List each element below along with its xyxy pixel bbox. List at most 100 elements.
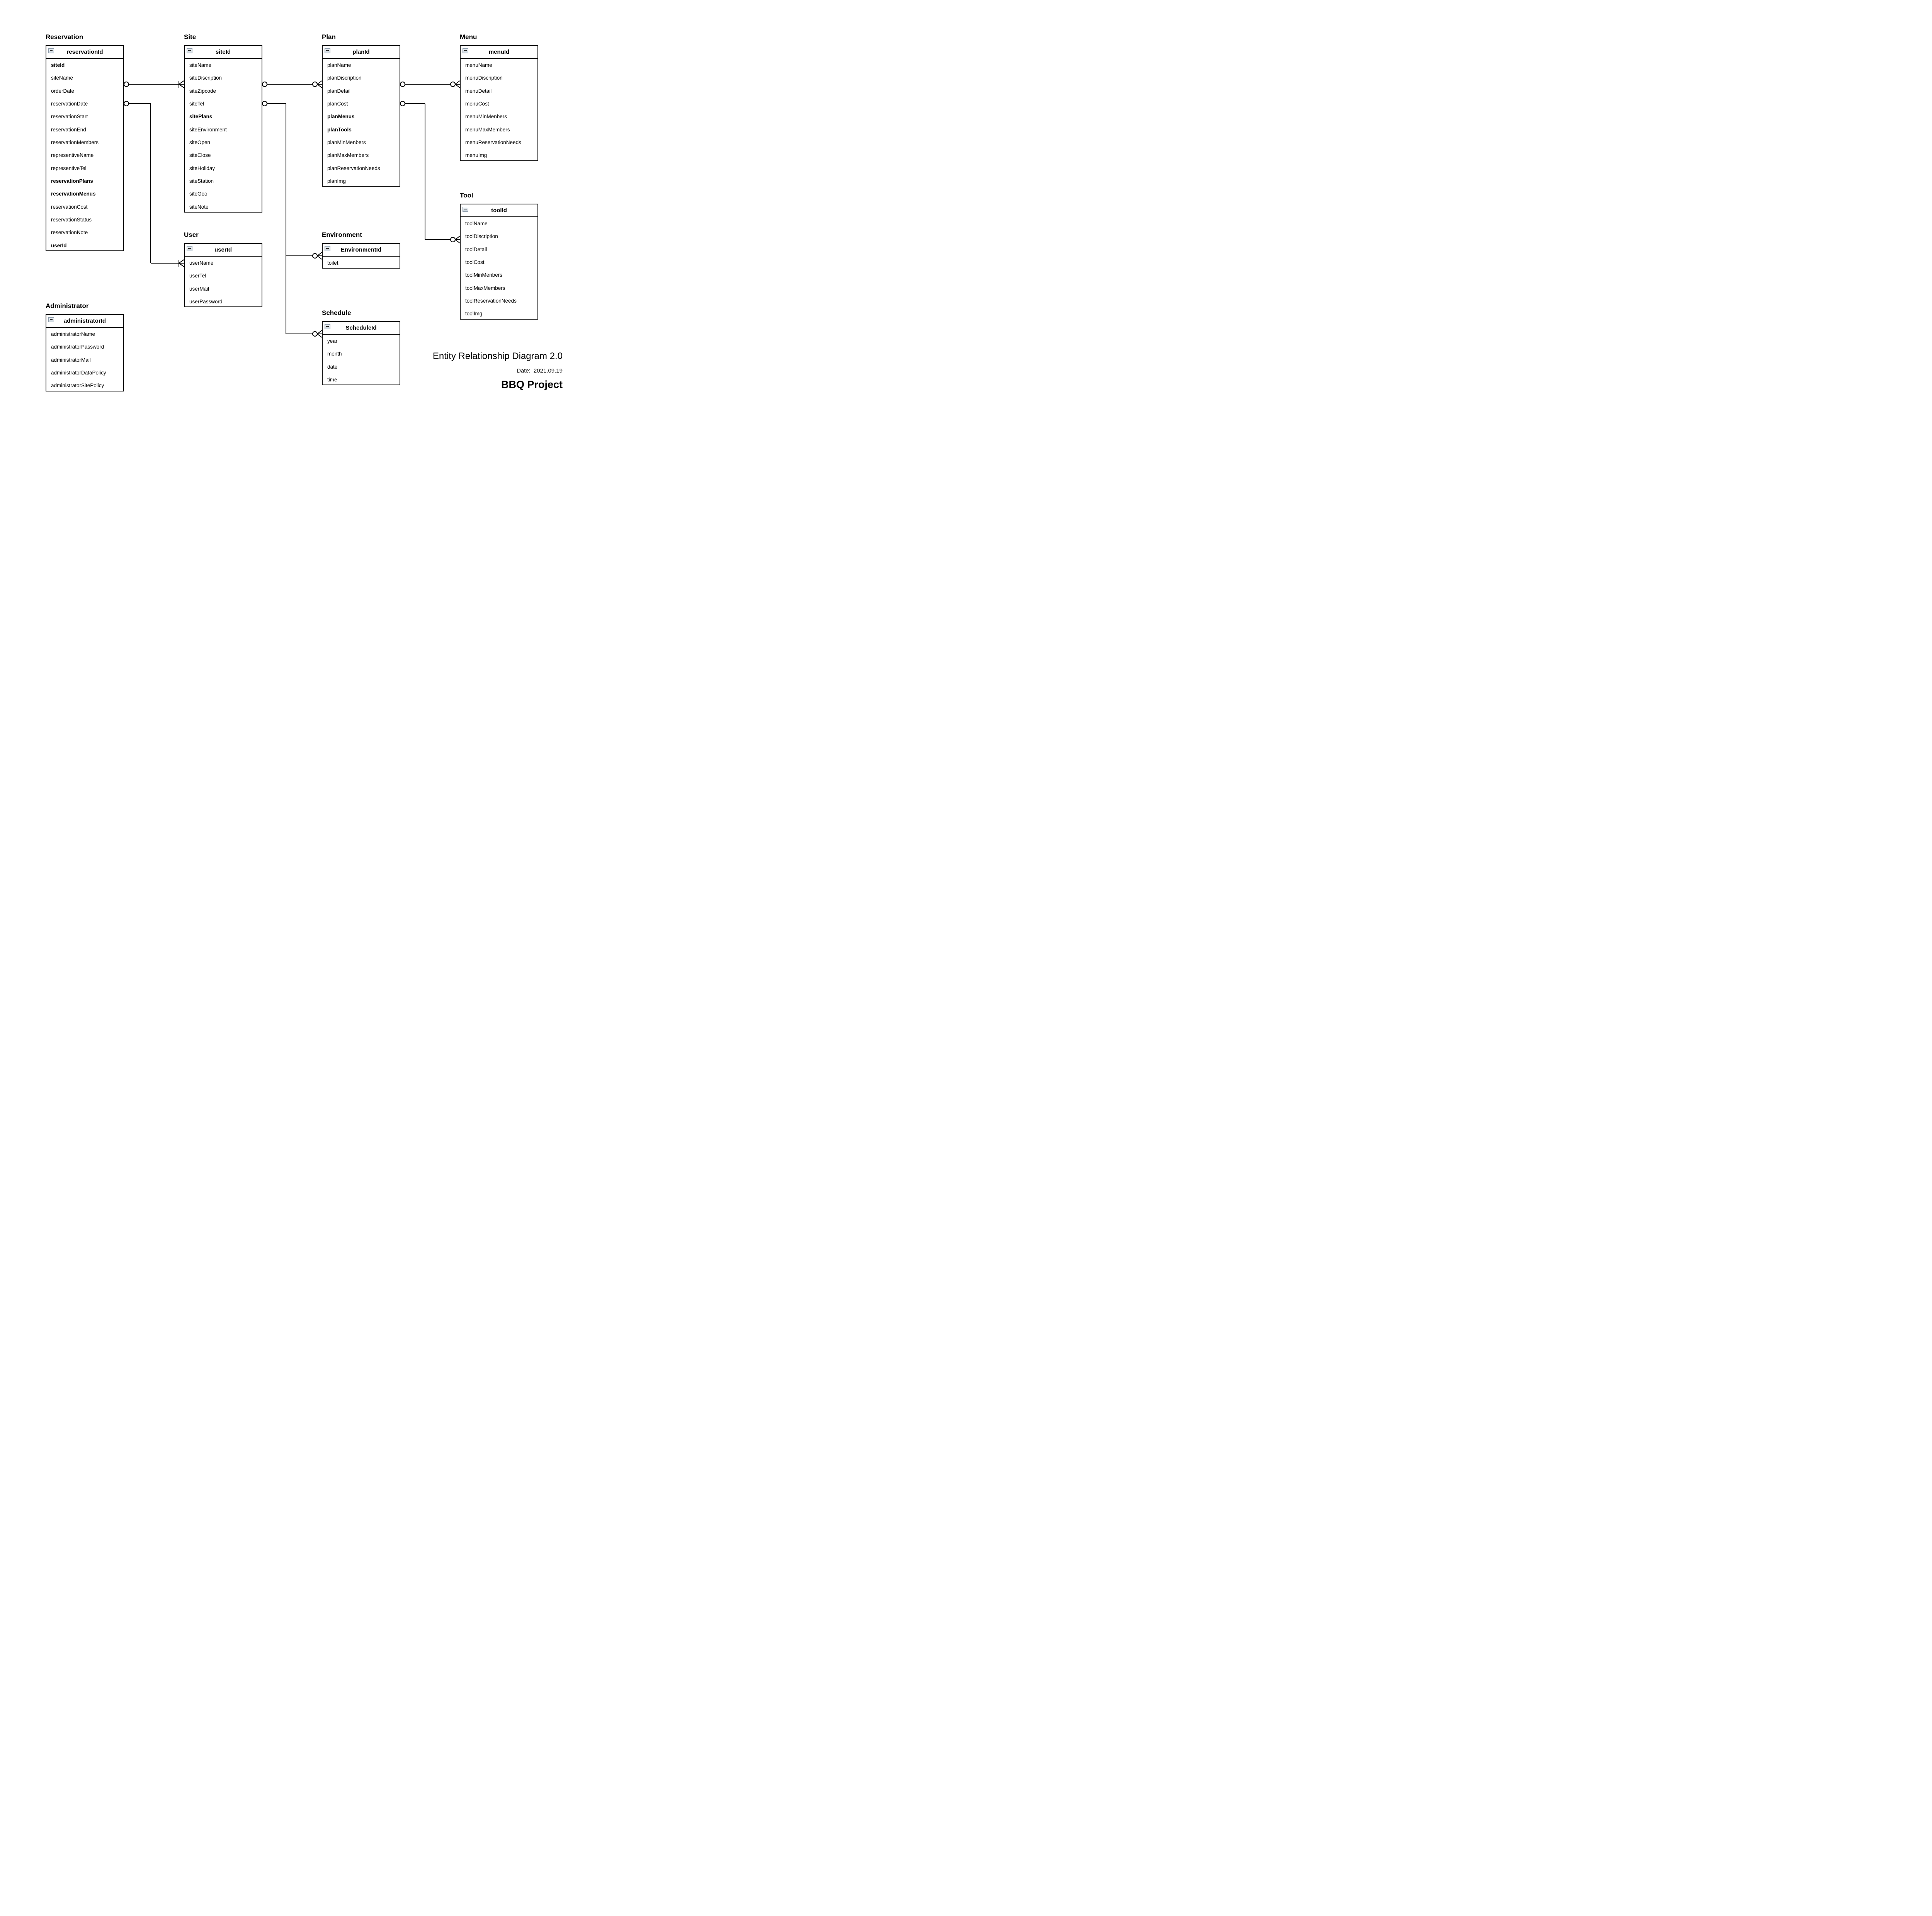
field-tool-toolMaxMembers: toolMaxMembers bbox=[465, 285, 505, 291]
field-site-siteZipcode: siteZipcode bbox=[189, 88, 216, 94]
entity-header-tool: toolId bbox=[461, 204, 537, 217]
field-tool-toolImg: toolImg bbox=[465, 311, 483, 317]
connector-site-plan bbox=[262, 80, 322, 88]
collapse-minus-icon[interactable] bbox=[187, 48, 192, 53]
collapse-minus-icon[interactable] bbox=[48, 317, 54, 322]
entity-schedule[interactable]: ScheduleId year month date time bbox=[322, 321, 400, 386]
cardinality-zero-circle bbox=[312, 331, 318, 337]
field-site-siteDiscription: siteDiscription bbox=[189, 75, 222, 81]
collapse-minus-icon[interactable] bbox=[187, 246, 192, 251]
field-reservation-reservationCost: reservationCost bbox=[51, 204, 88, 210]
collapse-minus-icon[interactable] bbox=[325, 48, 330, 53]
entity-site[interactable]: siteId siteName siteDiscription siteZipcode… bbox=[184, 45, 262, 213]
field-site-siteGeo: siteGeo bbox=[189, 191, 207, 197]
field-menu-menuReservationNeeds: menuReservationNeeds bbox=[465, 139, 521, 145]
field-menu-menuCost: menuCost bbox=[465, 100, 489, 107]
field-reservation-reservationDate: reservationDate bbox=[51, 100, 88, 107]
field-administrator-administratorName: administratorName bbox=[51, 331, 95, 337]
field-tool-toolMinMenbers: toolMinMenbers bbox=[465, 272, 503, 278]
entity-title-environment: Environment bbox=[322, 231, 362, 238]
collapse-minus-icon[interactable] bbox=[48, 48, 54, 53]
field-plan-planMaxMembers: planMaxMembers bbox=[327, 152, 369, 158]
field-menu-menuMinMenbers: menuMinMenbers bbox=[465, 114, 507, 120]
collapse-minus-icon[interactable] bbox=[463, 207, 468, 212]
collapse-minus-icon[interactable] bbox=[325, 246, 330, 251]
entity-administrator[interactable]: administratorId administratorName administ… bbox=[46, 314, 124, 391]
field-plan-planMinMenbers: planMinMenbers bbox=[327, 139, 366, 145]
project-name: BBQ Project bbox=[501, 379, 563, 390]
field-reservation-reservationStatus: reservationStatus bbox=[51, 216, 92, 223]
field-schedule-date: date bbox=[327, 364, 338, 370]
field-schedule-month: month bbox=[327, 351, 342, 357]
entity-key-schedule: ScheduleId bbox=[345, 325, 377, 331]
entity-header-environment: EnvironmentId bbox=[323, 244, 400, 257]
field-site-siteName: siteName bbox=[189, 62, 212, 68]
field-user-userName: userName bbox=[189, 260, 214, 266]
entity-title-administrator: Administrator bbox=[46, 302, 89, 310]
field-site-siteTel: siteTel bbox=[189, 100, 204, 107]
entity-title-user: User bbox=[184, 231, 199, 238]
entity-title-plan: Plan bbox=[322, 33, 336, 41]
entity-title-site: Site bbox=[184, 33, 196, 41]
cardinality-zero-circle bbox=[124, 101, 129, 106]
cardinality-zero-circle bbox=[450, 237, 456, 242]
entity-key-tool: toolId bbox=[491, 207, 507, 214]
entity-header-plan: planId bbox=[323, 46, 400, 59]
field-schedule-year: year bbox=[327, 338, 338, 344]
field-reservation-reservationPlans: reservationPlans bbox=[51, 178, 93, 184]
connector-reservation-site bbox=[124, 80, 184, 88]
diagram-date: Date:2021.09.19 bbox=[517, 368, 563, 374]
field-administrator-administratorSitePolicy: administratorSitePolicy bbox=[51, 383, 104, 389]
collapse-minus-icon[interactable] bbox=[325, 324, 330, 329]
entity-header-administrator: administratorId bbox=[46, 315, 123, 328]
cardinality-zero-circle bbox=[400, 82, 405, 87]
field-site-siteHoliday: siteHoliday bbox=[189, 165, 215, 171]
entity-header-reservation: reservationId bbox=[46, 46, 123, 59]
field-reservation-siteId: siteId bbox=[51, 62, 65, 68]
field-site-sitePlans: sitePlans bbox=[189, 114, 213, 120]
relationship-lines bbox=[124, 80, 460, 338]
field-tool-toolCost: toolCost bbox=[465, 259, 485, 265]
field-reservation-representiveTel: representiveTel bbox=[51, 165, 87, 171]
field-menu-menuImg: menuImg bbox=[465, 152, 487, 158]
field-site-siteClose: siteClose bbox=[189, 152, 211, 158]
field-schedule-time: time bbox=[327, 376, 337, 383]
field-reservation-userId: userId bbox=[51, 242, 67, 248]
entity-key-menu: menuId bbox=[488, 49, 510, 55]
field-tool-toolReservationNeeds: toolReservationNeeds bbox=[465, 298, 517, 304]
entity-key-environment: EnvironmentId bbox=[340, 247, 381, 253]
field-administrator-administratorMail: administratorMail bbox=[51, 357, 91, 363]
field-reservation-reservationMembers: reservationMembers bbox=[51, 139, 99, 145]
cardinality-zero-circle bbox=[124, 82, 129, 87]
field-reservation-reservationEnd: reservationEnd bbox=[51, 126, 86, 133]
field-site-siteStation: siteStation bbox=[189, 178, 214, 184]
field-user-userMail: userMail bbox=[189, 286, 209, 292]
entity-key-reservation: reservationId bbox=[66, 49, 103, 55]
field-site-siteOpen: siteOpen bbox=[189, 139, 211, 145]
entity-header-site: siteId bbox=[185, 46, 262, 59]
field-plan-planDetail: planDetail bbox=[327, 88, 351, 94]
field-user-userPassword: userPassword bbox=[189, 298, 223, 305]
entity-title-reservation: Reservation bbox=[46, 33, 83, 41]
field-tool-toolDetail: toolDetail bbox=[465, 246, 487, 252]
field-menu-menuName: menuName bbox=[465, 62, 492, 68]
field-site-siteEnvironment: siteEnvironment bbox=[189, 126, 227, 133]
field-plan-planReservationNeeds: planReservationNeeds bbox=[327, 165, 380, 171]
collapse-minus-icon[interactable] bbox=[463, 48, 468, 53]
connector-site-schedule bbox=[286, 256, 322, 338]
connector-plan-menu bbox=[400, 80, 460, 88]
field-user-userTel: userTel bbox=[189, 273, 206, 279]
entity-header-menu: menuId bbox=[461, 46, 537, 59]
entity-title-menu: Menu bbox=[460, 33, 477, 41]
field-menu-menuMaxMembers: menuMaxMembers bbox=[465, 126, 510, 133]
field-plan-planCost: planCost bbox=[327, 100, 348, 107]
date-value: 2021.09.19 bbox=[533, 368, 563, 374]
field-plan-planDiscription: planDiscription bbox=[327, 75, 362, 81]
field-tool-toolDiscription: toolDiscription bbox=[465, 233, 498, 240]
